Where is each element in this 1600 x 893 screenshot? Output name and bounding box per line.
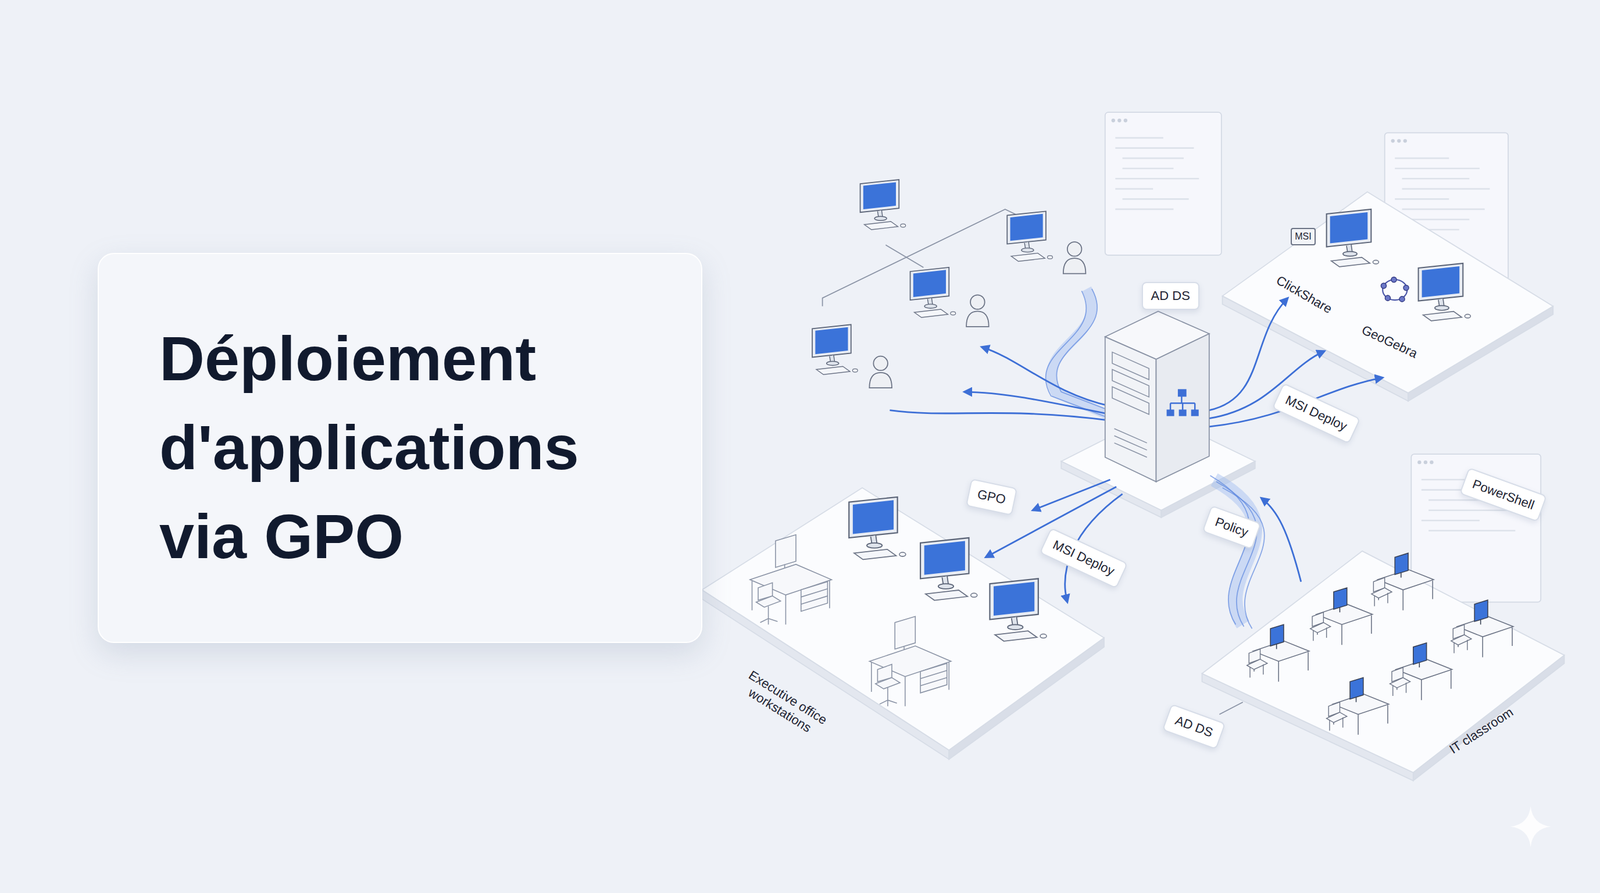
tag-box: Policy xyxy=(1201,505,1262,550)
tag-text: GPO xyxy=(976,486,1007,508)
area-label: IT classroom xyxy=(1428,692,1535,769)
tag-text: MSI Deploy xyxy=(1283,392,1350,435)
tag-text: MSI xyxy=(1294,231,1312,242)
area-label: ClickShare xyxy=(1255,262,1354,328)
tag-box: MSI xyxy=(1290,227,1316,246)
tag-text: PowerShell xyxy=(1470,476,1537,513)
tag-box: GPO xyxy=(965,478,1018,516)
tag-box: MSI Deploy xyxy=(1039,527,1128,589)
area-label: Executive office workstations xyxy=(726,660,841,748)
title-card: Déploiement d'applications via GPO xyxy=(97,252,703,644)
label-text: ClickShare xyxy=(1255,262,1354,328)
tag-box: AD DS xyxy=(1141,281,1200,310)
label-text: Executive office workstations xyxy=(726,660,841,748)
area-label: GeoGebra xyxy=(1338,312,1441,371)
tag-text: AD DS xyxy=(1173,712,1216,741)
title-text: Déploiement d'applications via GPO xyxy=(159,313,671,581)
tag-text: AD DS xyxy=(1151,288,1191,304)
tag-box: PowerShell xyxy=(1459,467,1548,523)
tag-text: Policy xyxy=(1212,514,1250,541)
tag-text: MSI Deploy xyxy=(1050,537,1117,580)
label-text: GeoGebra xyxy=(1338,312,1441,371)
label-text: IT classroom xyxy=(1428,692,1535,769)
tag-box: AD DS xyxy=(1162,703,1227,750)
tag-box: MSI Deploy xyxy=(1272,382,1361,444)
